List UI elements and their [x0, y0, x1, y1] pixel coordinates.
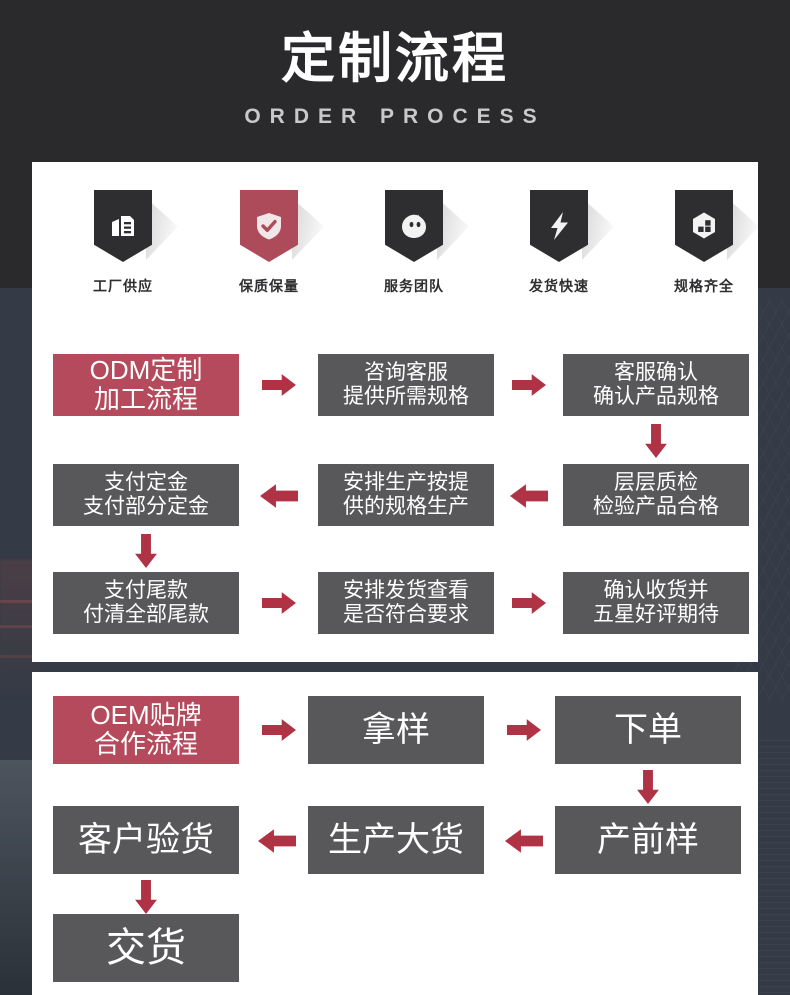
- odm-step-6-line2: 付清全部尾款: [83, 603, 209, 626]
- hexagon-blocks-icon: [693, 212, 715, 239]
- page-title: 定制流程: [281, 29, 509, 89]
- oem-step-box-2[interactable]: 下单: [555, 696, 741, 764]
- odm-arrow-3: [643, 424, 669, 458]
- odm-step-box-2[interactable]: 客服确认 确认产品规格: [563, 354, 749, 416]
- odm-step-8-line2: 五星好评期待: [593, 603, 719, 626]
- odm-arrow-8: [512, 590, 546, 616]
- odm-step-7-line2: 是否符合要求: [343, 603, 469, 626]
- factory-document-icon: [112, 216, 134, 236]
- feature-badge-specs[interactable]: 规格齐全: [674, 190, 759, 294]
- lightning-bolt-icon: [551, 212, 568, 240]
- odm-step-4-line2: 供的规格生产: [343, 495, 469, 518]
- badge-shape: [530, 190, 588, 262]
- oem-step-box-4[interactable]: 生产大货: [308, 806, 484, 874]
- odm-step-1-line1: 咨询客服: [364, 361, 448, 385]
- service-chat-icon: [402, 214, 426, 238]
- odm-start-line2: 加工流程: [93, 384, 198, 414]
- feature-badge-label: 规格齐全: [674, 278, 734, 294]
- odm-step-box-6[interactable]: 支付尾款 付清全部尾款: [53, 572, 239, 634]
- odm-step-2-line1: 客服确认: [614, 361, 698, 385]
- shield-check-icon: [257, 213, 281, 240]
- odm-step-box-3[interactable]: 层层质检 检验产品合格: [563, 464, 749, 526]
- feature-badge-shipping[interactable]: 发货快速: [529, 190, 614, 294]
- odm-step-1-line2: 提供所需规格: [343, 385, 469, 408]
- oem-step-6-label: 交货: [106, 925, 186, 970]
- feature-badge-row: 工厂供应 保质保量 服务团队: [32, 190, 759, 310]
- badge-shape: [240, 190, 298, 262]
- feature-badge-label: 工厂供应: [93, 278, 153, 294]
- odm-step-2-line2: 确认产品规格: [593, 385, 719, 408]
- feature-badge-quality[interactable]: 保质保量: [239, 190, 324, 294]
- feature-badge-label: 发货快速: [529, 278, 589, 294]
- odm-step-box-7[interactable]: 安排发货查看 是否符合要求: [318, 572, 494, 634]
- oem-arrow-1: [262, 717, 296, 743]
- oem-step-1-label: 拿样: [362, 710, 430, 749]
- odm-arrow-5: [260, 482, 298, 510]
- background-streak-1: [0, 600, 42, 603]
- odm-arrow-7: [262, 590, 296, 616]
- oem-start-line1: OEM贴牌: [90, 699, 202, 730]
- oem-arrow-3: [635, 770, 661, 804]
- odm-step-5-line2: 支付部分定金: [83, 495, 209, 518]
- oem-step-box-5[interactable]: 客户验货: [53, 806, 239, 874]
- page-subtitle: ORDER PROCESS: [244, 105, 546, 128]
- odm-arrow-4: [510, 482, 548, 510]
- feature-badge-service[interactable]: 服务团队: [384, 190, 469, 294]
- oem-step-5-label: 客户验货: [78, 820, 214, 859]
- odm-step-box-8[interactable]: 确认收货并 五星好评期待: [563, 572, 749, 634]
- oem-start-box[interactable]: OEM贴牌 合作流程: [53, 696, 239, 764]
- background-streak-2: [0, 625, 42, 628]
- odm-step-6-line1: 支付尾款: [104, 579, 188, 603]
- badge-shape: [94, 190, 152, 262]
- oem-step-box-1[interactable]: 拿样: [308, 696, 484, 764]
- feature-badge-label: 保质保量: [239, 278, 299, 294]
- odm-step-8-line1: 确认收货并: [603, 579, 709, 603]
- background-streak-3: [0, 655, 42, 658]
- oem-arrow-5: [258, 827, 296, 855]
- oem-step-box-6[interactable]: 交货: [53, 914, 239, 982]
- oem-step-4-label: 生产大货: [328, 820, 464, 859]
- badge-shape: [385, 190, 443, 262]
- odm-step-4-line1: 安排生产按提: [343, 471, 469, 495]
- oem-arrow-4: [505, 827, 543, 855]
- odm-step-3-line1: 层层质检: [614, 471, 698, 495]
- odm-step-box-1[interactable]: 咨询客服 提供所需规格: [318, 354, 494, 416]
- oem-start-line2: 合作流程: [93, 729, 198, 759]
- feature-badge-factory[interactable]: 工厂供应: [93, 190, 178, 294]
- feature-badge-label: 服务团队: [384, 278, 444, 294]
- odm-start-line1: ODM定制: [89, 354, 203, 385]
- odm-step-box-4[interactable]: 安排生产按提 供的规格生产: [318, 464, 494, 526]
- oem-step-box-3[interactable]: 产前样: [555, 806, 741, 874]
- odm-arrow-6: [133, 534, 159, 568]
- badge-shape: [675, 190, 733, 262]
- odm-step-3-line2: 检验产品合格: [593, 495, 719, 518]
- odm-step-7-line1: 安排发货查看: [343, 579, 469, 603]
- oem-arrow-6: [133, 880, 159, 914]
- oem-step-2-label: 下单: [614, 710, 682, 749]
- odm-step-box-5[interactable]: 支付定金 支付部分定金: [53, 464, 239, 526]
- odm-arrow-1: [262, 372, 296, 398]
- odm-start-box[interactable]: ODM定制 加工流程: [53, 354, 239, 416]
- odm-arrow-2: [512, 372, 546, 398]
- oem-step-3-label: 产前样: [597, 820, 699, 859]
- odm-step-5-line1: 支付定金: [104, 471, 188, 495]
- oem-arrow-2: [507, 717, 541, 743]
